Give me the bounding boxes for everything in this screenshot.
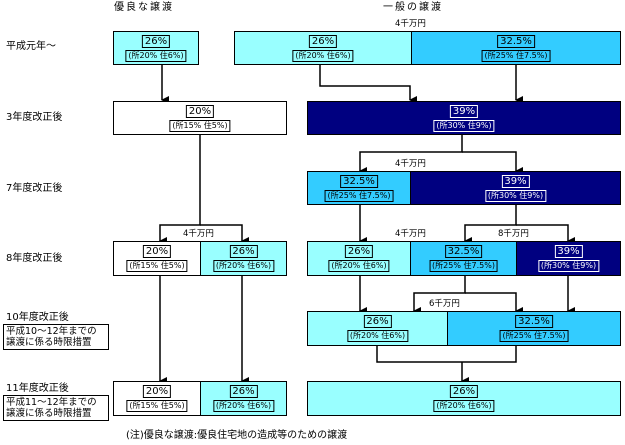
rate-box-h10-general: 26% (所20% 住6%) 32.5% (所25% 住7.5%) — [307, 311, 621, 346]
footnote: (注)優良な譲渡:優良住宅地の造成等のための譲渡 — [126, 430, 348, 441]
rate-cell-h10-general-high: 32.5% (所25% 住7.5%) — [448, 312, 620, 345]
row-note-h11-line1: 平成11～12年までの — [6, 397, 97, 408]
threshold-r4-excellent: 4千万円 — [183, 229, 214, 239]
row-note-h10-line1: 平成10～12年までの — [6, 326, 97, 337]
header-general: 一般の譲渡 — [383, 2, 443, 13]
rate-percent: 39% — [554, 245, 583, 258]
rate-breakdown: (所20% 住6%) — [212, 400, 275, 412]
rate-percent: 26% — [449, 385, 479, 398]
rate-percent: 39% — [449, 105, 479, 118]
rate-box-h7-general: 32.5% (所25% 住7.5%) 39% (所30% 住9%) — [307, 171, 621, 205]
rate-percent: 39% — [501, 175, 530, 188]
rate-cell-h7-general-low: 32.5% (所25% 住7.5%) — [308, 172, 411, 204]
row-label-h3: 3年度改正後 — [6, 112, 63, 123]
row-note-h10: 平成10～12年までの 譲渡に係る時限措置 — [3, 324, 109, 350]
rate-box-h1-general: 26% (所20% 住6%) 32.5% (所25% 住7.5%) — [234, 31, 621, 65]
rate-breakdown: (所20% 住6%) — [125, 50, 187, 62]
rate-breakdown: (所20% 住6%) — [346, 330, 409, 342]
row-note-h10-line2: 譲渡に係る時限措置 — [6, 337, 92, 348]
rate-percent: 26% — [229, 245, 258, 258]
rate-cell-h8-general-mid: 32.5% (所25% 住7.5%) — [411, 242, 517, 275]
rate-breakdown: (所15% 住5%) — [169, 120, 231, 132]
rate-cell-h10-general-low: 26% (所20% 住6%) — [308, 312, 448, 345]
rate-cell-h8-excellent-high: 26% (所20% 住6%) — [201, 242, 286, 275]
rate-breakdown: (所25% 住7.5%) — [324, 190, 394, 202]
rate-breakdown: (所30% 住9%) — [484, 190, 547, 202]
header-excellent: 優良な譲渡 — [114, 2, 174, 13]
rate-box-h1-excellent: 26% (所20% 住6%) — [113, 31, 199, 65]
rate-percent: 26% — [229, 385, 258, 398]
rate-breakdown: (所25% 住7.5%) — [499, 330, 569, 342]
rate-breakdown: (所30% 住9%) — [433, 120, 495, 132]
row-label-h10: 10年度改正後 — [6, 312, 69, 323]
row-note-h11-line2: 譲渡に係る時限措置 — [6, 408, 92, 419]
threshold-r1-general: 4千万円 — [395, 19, 426, 29]
rate-breakdown: (所25% 住7.5%) — [481, 50, 551, 62]
rate-breakdown: (所15% 住5%) — [126, 400, 188, 412]
row-label-h7: 7年度改正後 — [6, 183, 63, 194]
row-note-h11: 平成11～12年までの 譲渡に係る時限措置 — [3, 395, 109, 421]
rate-percent: 32.5% — [497, 35, 535, 48]
threshold-r3-r4-left: 4千万円 — [395, 229, 426, 239]
rate-percent: 26% — [363, 315, 392, 328]
threshold-r4-r5: 6千万円 — [429, 299, 460, 309]
threshold-r2-r3: 4千万円 — [395, 159, 426, 169]
rate-cell-h7-general-high: 39% (所30% 住9%) — [411, 172, 620, 204]
rate-percent: 20% — [142, 385, 172, 398]
rate-cell-h1-general-low: 26% (所20% 住6%) — [235, 32, 412, 64]
rate-box-h8-general: 26% (所20% 住6%) 32.5% (所25% 住7.5%) 39% (所… — [307, 241, 621, 276]
rate-box-h3-excellent: 20% (所15% 住5%) — [113, 101, 287, 135]
rate-percent: 32.5% — [340, 175, 378, 188]
rate-breakdown: (所30% 住9%) — [537, 260, 600, 272]
rate-percent: 26% — [344, 245, 374, 258]
rate-cell-h11-excellent-high: 26% (所20% 住6%) — [201, 382, 286, 415]
rate-percent: 32.5% — [444, 245, 483, 258]
row-label-h8: 8年度改正後 — [6, 253, 63, 264]
rate-box-h11-general: 26% (所20% 住6%) — [307, 381, 621, 416]
rate-breakdown: (所25% 住7.5%) — [429, 260, 498, 272]
rate-breakdown: (所20% 住6%) — [433, 400, 495, 412]
rate-cell-h8-general-high: 39% (所30% 住9%) — [517, 242, 620, 275]
rate-cell-h8-general-low: 26% (所20% 住6%) — [308, 242, 411, 275]
rate-percent: 20% — [185, 105, 215, 118]
rate-breakdown: (所15% 住5%) — [126, 260, 188, 272]
rate-breakdown: (所20% 住6%) — [328, 260, 390, 272]
rate-cell-h8-excellent-low: 20% (所15% 住5%) — [114, 242, 201, 275]
rate-percent: 26% — [308, 35, 338, 48]
row-label-h1: 平成元年～ — [6, 41, 56, 52]
rate-box-h8-excellent: 20% (所15% 住5%) 26% (所20% 住6%) — [113, 241, 287, 276]
rate-cell-h1-general-high: 32.5% (所25% 住7.5%) — [412, 32, 620, 64]
rate-box-h11-excellent: 20% (所15% 住5%) 26% (所20% 住6%) — [113, 381, 287, 416]
rate-box-h3-general: 39% (所30% 住9%) — [307, 101, 621, 135]
rate-percent: 32.5% — [515, 315, 553, 328]
rate-breakdown: (所20% 住6%) — [212, 260, 275, 272]
rate-cell-h11-excellent-low: 20% (所15% 住5%) — [114, 382, 201, 415]
rate-breakdown: (所20% 住6%) — [292, 50, 354, 62]
threshold-r3-r4-right: 8千万円 — [498, 229, 529, 239]
rate-percent: 26% — [141, 35, 171, 48]
rate-percent: 20% — [142, 245, 172, 258]
row-label-h11: 11年度改正後 — [6, 383, 69, 394]
